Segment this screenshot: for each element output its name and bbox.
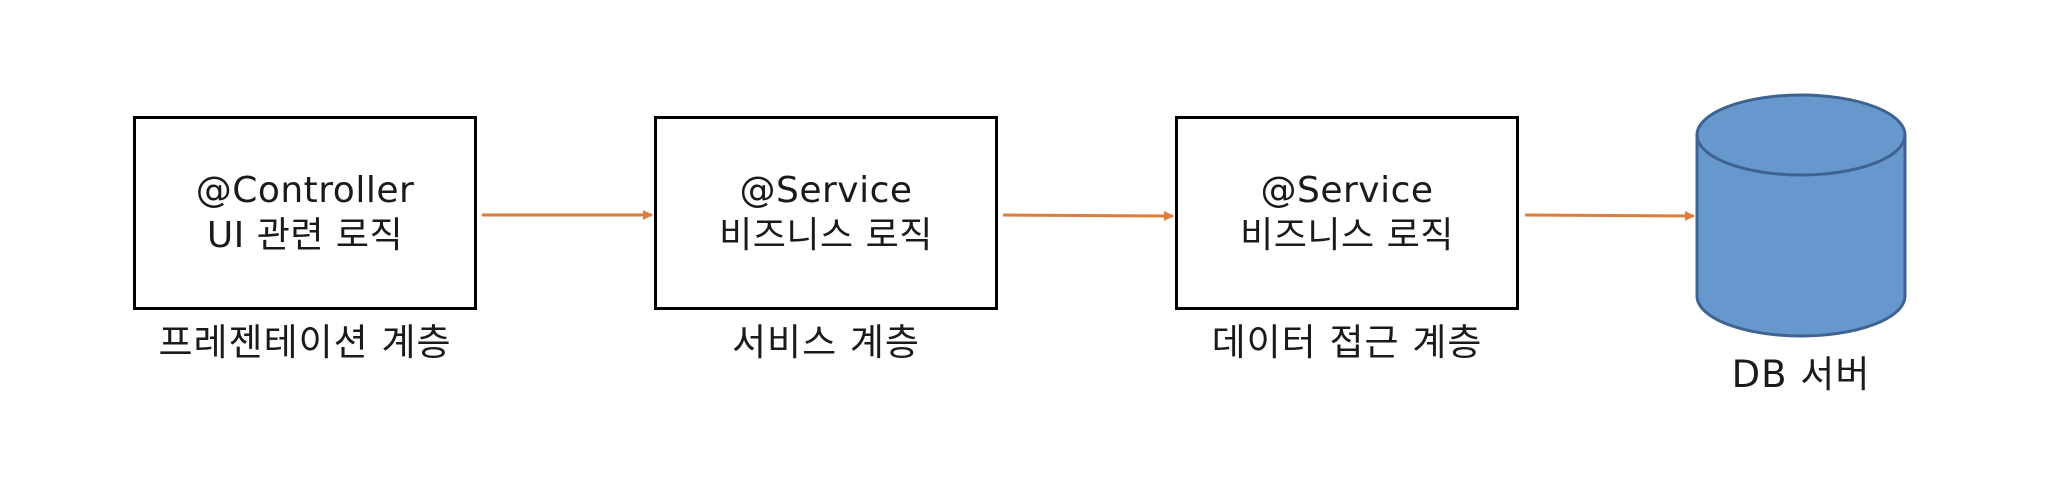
presentation-annotation: @Controller (195, 170, 415, 211)
service-layer-caption: 서비스 계층 (732, 321, 920, 364)
database-caption: DB 서버 (1731, 353, 1871, 396)
data-access-layer-caption: 데이터 접근 계층 (1211, 321, 1483, 364)
database-body (1695, 133, 1907, 338)
arrow-service-to-data-access (1002, 210, 1174, 221)
presentation-layer-caption: 프레젠테이션 계층 (158, 321, 452, 364)
data-access-layer-box: @Service 비즈니스 로직 (1175, 116, 1519, 310)
data-access-annotation: @Service (1260, 170, 1434, 211)
database-top (1695, 93, 1907, 177)
database-cylinder-icon (1695, 93, 1907, 338)
service-description: 비즈니스 로직 (719, 215, 933, 256)
data-access-description: 비즈니스 로직 (1240, 215, 1454, 256)
presentation-description: UI 관련 로직 (206, 215, 404, 256)
presentation-layer-box: @Controller UI 관련 로직 (133, 116, 477, 310)
service-layer-box: @Service 비즈니스 로직 (654, 116, 998, 310)
arrow-data-access-to-db (1524, 210, 1695, 221)
service-annotation: @Service (739, 170, 913, 211)
